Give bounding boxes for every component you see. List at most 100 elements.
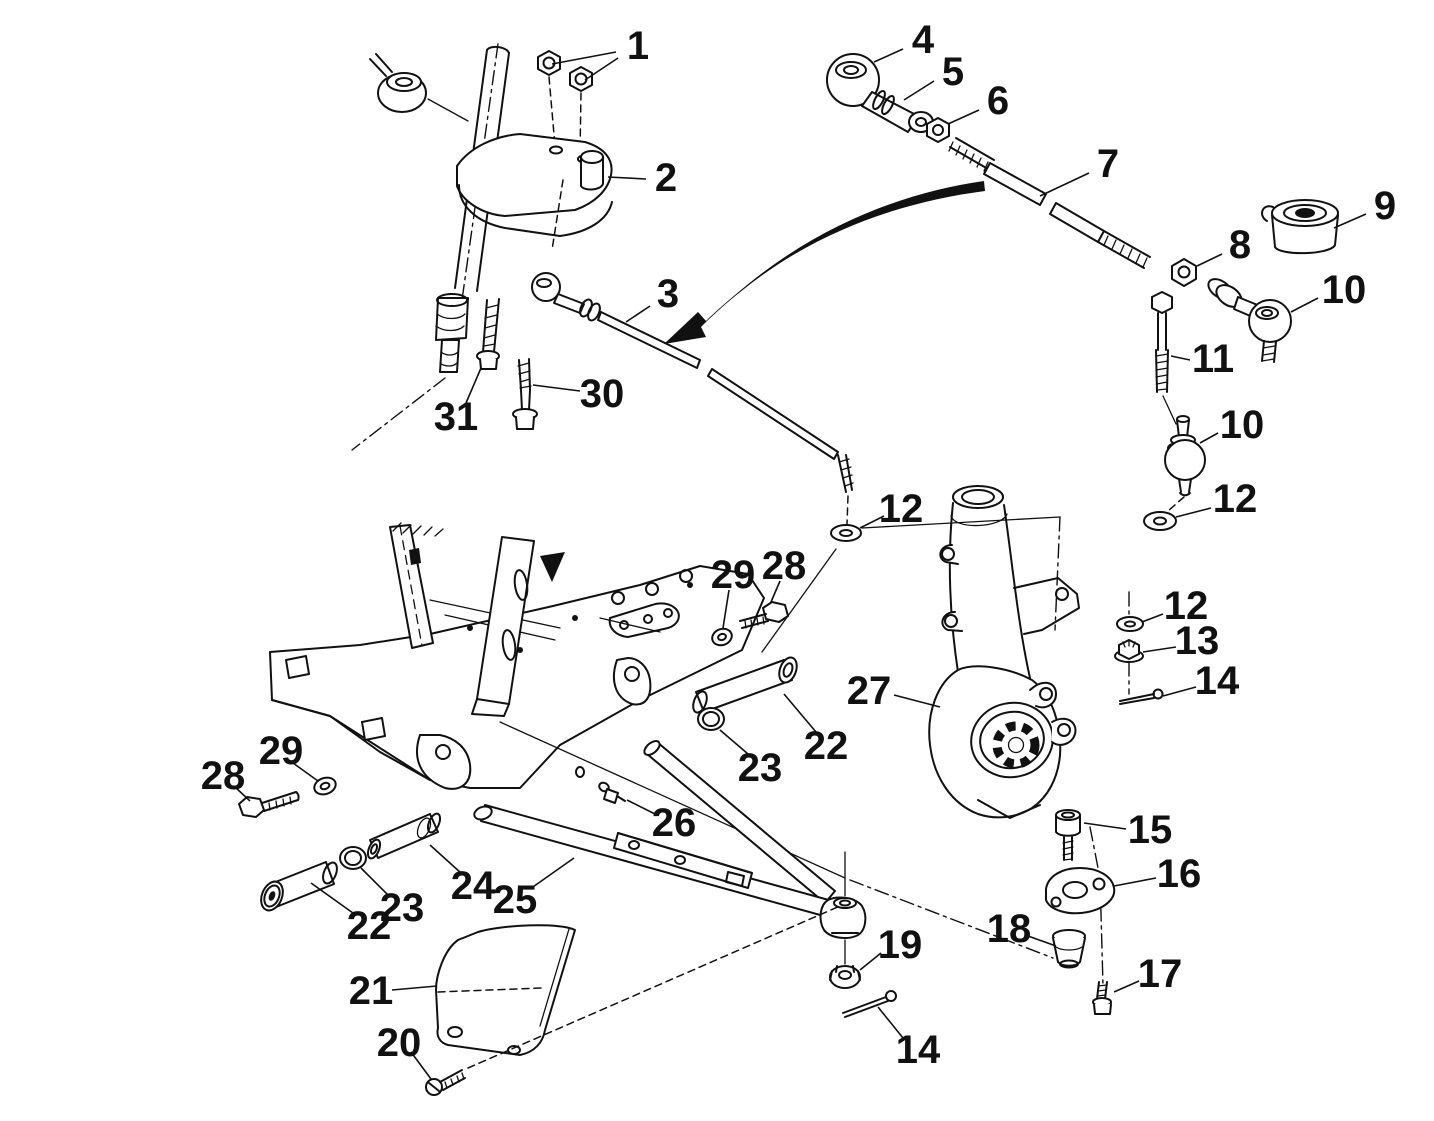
- leader-line: [1162, 686, 1197, 697]
- callout-25: 25: [493, 857, 575, 922]
- leader-line: [1175, 507, 1212, 518]
- callout-14b: 14: [877, 1006, 941, 1072]
- bushing-23b: [339, 846, 367, 870]
- leader-line: [391, 985, 438, 991]
- tie-rod-3: [531, 272, 854, 525]
- part-number: 28: [762, 544, 807, 588]
- washer-29b: [313, 776, 337, 796]
- callout-9: 9: [1333, 184, 1396, 229]
- part-number: 28: [201, 754, 246, 798]
- part-number: 14: [1195, 659, 1240, 703]
- washer-29a: [711, 627, 733, 647]
- callout-2: 2: [607, 156, 677, 200]
- tie-rod-end-10-lower: [1164, 415, 1206, 512]
- leader-line: [722, 589, 730, 629]
- strut-knuckle-27: [861, 485, 1080, 819]
- part-number: 11: [1192, 337, 1234, 381]
- callout-15: 15: [1083, 808, 1173, 852]
- washer-12c: [1116, 616, 1144, 632]
- part-number: 1: [627, 24, 649, 68]
- leader-line: [234, 786, 251, 802]
- leader-line: [859, 515, 885, 529]
- leader-line: [1199, 432, 1219, 444]
- leader-line: [529, 857, 575, 890]
- callout-10a: 10: [1290, 268, 1366, 313]
- backing-plate-16: [1045, 867, 1116, 915]
- ball-joint-18: [1052, 929, 1086, 969]
- bushing-23a: [697, 707, 725, 731]
- leader-line: [719, 729, 749, 755]
- tie-rod-7: [948, 137, 1151, 269]
- callout-22a: 22: [783, 693, 849, 768]
- part-number: 23: [738, 746, 783, 790]
- pivot-tube-22b: [260, 861, 338, 912]
- guard-21: [435, 905, 841, 1069]
- part-number: 10: [1220, 403, 1265, 447]
- callout-18: 18: [987, 907, 1057, 951]
- part-number: 22: [804, 724, 849, 768]
- leader-line: [873, 48, 904, 63]
- column-bushing: [369, 53, 469, 122]
- callout-23a: 23: [719, 729, 783, 790]
- bolt-30: [512, 358, 538, 430]
- callout-28a: 28: [762, 544, 807, 603]
- leader-line: [770, 580, 781, 603]
- leader-line: [292, 762, 319, 782]
- part-number: 30: [580, 372, 625, 416]
- part-number: 31: [434, 395, 479, 439]
- leader-line: [1333, 213, 1367, 229]
- part-number: 8: [1229, 223, 1251, 267]
- leader-line: [877, 1006, 904, 1039]
- frame-ear-left: [416, 734, 472, 790]
- callout-3: 3: [625, 272, 679, 323]
- part-number: 27: [847, 669, 892, 713]
- part-number: 24: [451, 864, 496, 908]
- callout-29b: 29: [259, 729, 319, 782]
- leader-line: [1141, 613, 1164, 623]
- part-number: 12: [1164, 584, 1209, 628]
- pivot-shaft-24: [366, 812, 442, 860]
- part-number: 23: [380, 886, 425, 930]
- part-number: 15: [1128, 808, 1173, 852]
- grease-fitting-26: [575, 766, 626, 804]
- bolt-11: [1151, 291, 1177, 425]
- leader-line: [410, 1051, 432, 1080]
- callout-24: 24: [429, 844, 496, 908]
- leader-line: [1290, 297, 1319, 313]
- leader-line: [429, 844, 462, 874]
- part-number: 19: [878, 923, 923, 967]
- leader-line: [903, 80, 935, 101]
- leader-line: [625, 305, 651, 323]
- leader-line: [532, 384, 581, 392]
- callout-10b: 10: [1199, 403, 1265, 447]
- tie-rod-end-4-5: [826, 53, 934, 133]
- callout-23b: 23: [360, 867, 425, 930]
- axis-line-diagonal: [849, 879, 1054, 959]
- flange-nut-1a: [537, 50, 561, 76]
- callout-8: 8: [1196, 223, 1251, 267]
- column-mount-plate: [456, 133, 613, 251]
- callout-5: 5: [903, 50, 964, 101]
- callout-7: 7: [1039, 142, 1119, 197]
- tie-rod-end-10-upper: [1207, 278, 1292, 363]
- leader-line: [1083, 822, 1127, 830]
- part-number: 12: [879, 487, 924, 531]
- part-number: 6: [987, 79, 1009, 123]
- callout-12b: 12: [859, 487, 924, 531]
- leader-line: [1113, 877, 1157, 887]
- flange-nut-1b: [569, 66, 593, 92]
- part-number: 26: [652, 801, 697, 845]
- bushing-9: [1261, 199, 1339, 255]
- callout-14a: 14: [1162, 659, 1240, 703]
- part-number: 20: [377, 1021, 422, 1065]
- part-number: 4: [912, 18, 935, 62]
- callout-26: 26: [626, 799, 697, 845]
- part-number: 9: [1374, 184, 1396, 228]
- part-number: 14: [896, 1028, 941, 1072]
- frame: [269, 522, 765, 790]
- part-number: 5: [942, 50, 964, 94]
- direction-arrow: [664, 181, 985, 344]
- jam-nut-6: [926, 117, 950, 143]
